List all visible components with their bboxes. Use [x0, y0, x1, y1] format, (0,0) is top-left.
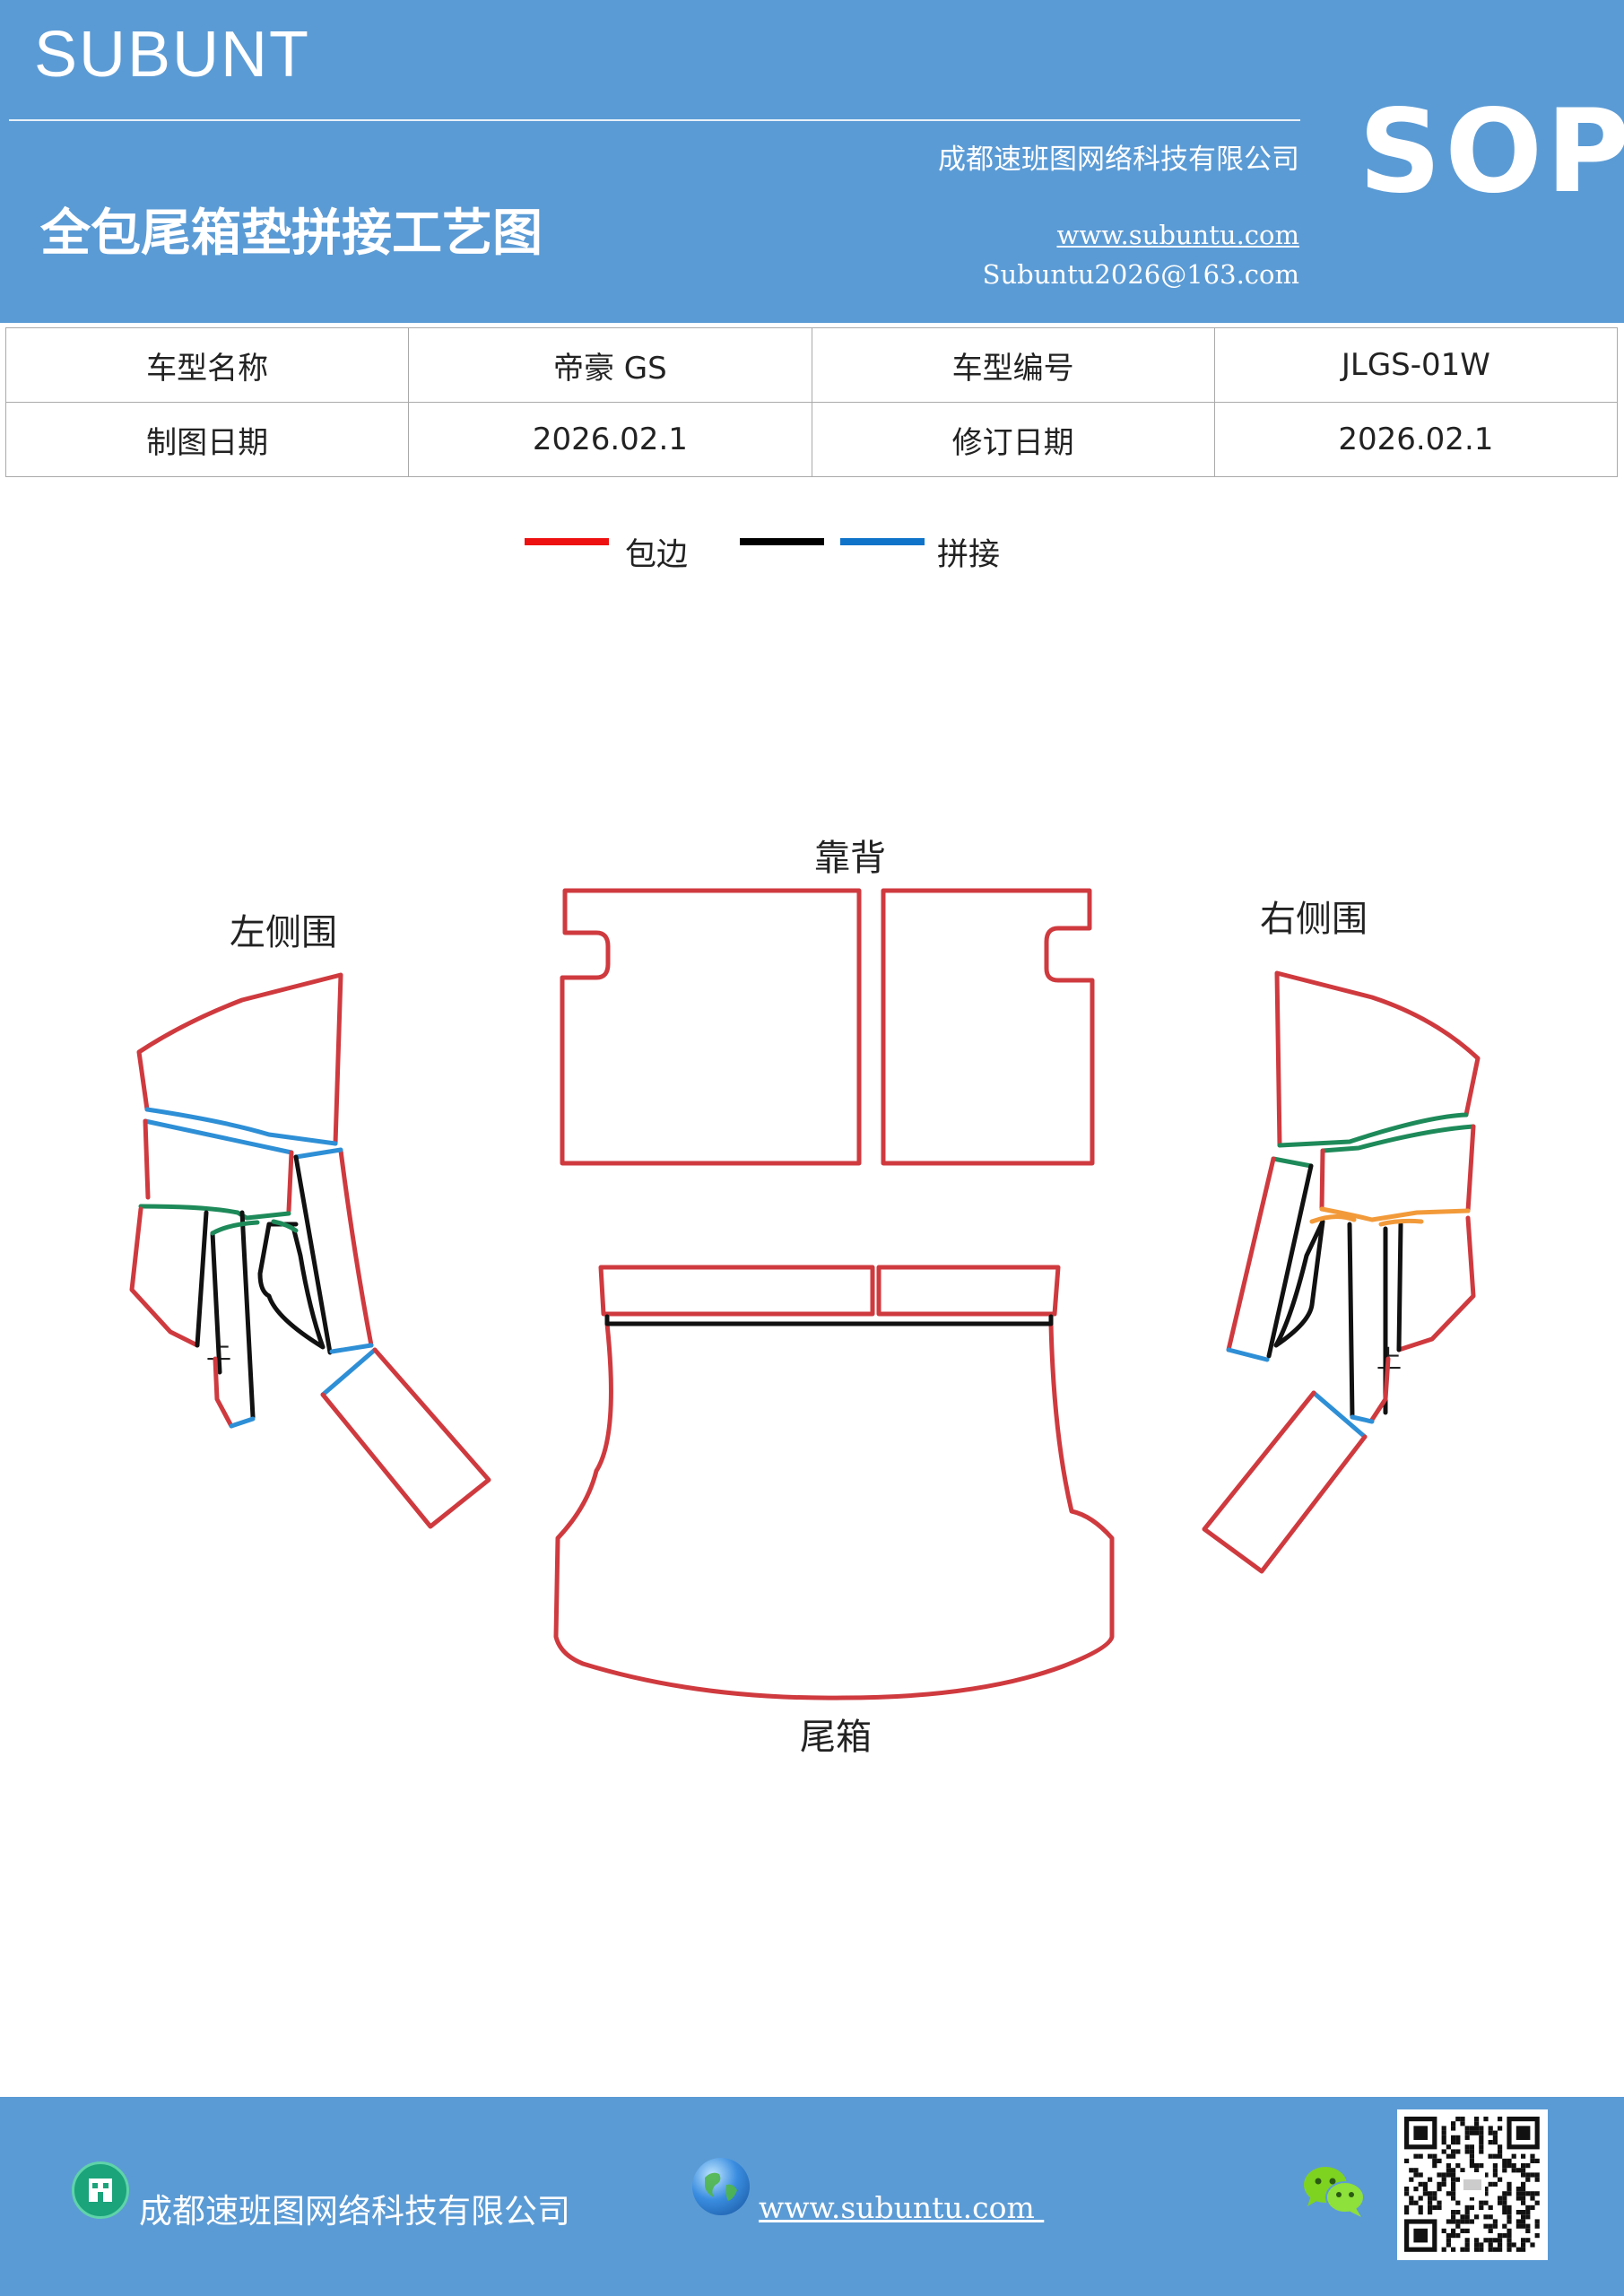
right-lower-seam	[1273, 1219, 1403, 1420]
right-mid-panel	[1319, 1124, 1476, 1213]
left-upper-panel	[136, 972, 343, 1146]
document-title: 全包尾箱垫拼接工艺图	[40, 204, 543, 263]
value-draw-date: 2026.02.1	[408, 402, 812, 477]
left-strip-panel	[338, 1148, 374, 1348]
globe-icon	[692, 2158, 750, 2215]
qr-code[interactable]	[1397, 2109, 1548, 2260]
right-inner-splice	[1309, 1214, 1424, 1227]
right-strip-splice-top	[1271, 1156, 1314, 1169]
legend-label-splice: 拼接	[937, 537, 1001, 573]
left-strip-seam	[293, 1154, 333, 1355]
label-right-side: 右侧围	[1260, 899, 1368, 940]
wechat-icon[interactable]	[1302, 2163, 1367, 2219]
value-model-code: JLGS-01W	[1213, 327, 1619, 403]
right-strip-panel	[1226, 1156, 1276, 1352]
left-mid-splice-top	[143, 1118, 294, 1155]
right-upper-splice	[1277, 1112, 1469, 1148]
backrest-pieces	[560, 888, 1095, 1166]
backrest-right-panel	[881, 888, 1095, 1166]
footer-banner: 成都速班图网络科技有限公司 www.subuntu.com	[0, 2097, 1624, 2296]
left-mid-splice-bottom	[138, 1204, 291, 1221]
header-divider	[9, 119, 1300, 121]
legend-swatch-seam	[740, 538, 824, 545]
value-revise-date: 2026.02.1	[1213, 402, 1619, 477]
label-draw-date: 制图日期	[4, 402, 410, 477]
right-lower-panel	[1396, 1215, 1476, 1352]
left-strip-splice-top	[293, 1147, 343, 1160]
right-bar-splice	[1311, 1390, 1368, 1439]
trunk-main-floor	[553, 1321, 1115, 1700]
left-inner-splice	[210, 1219, 299, 1236]
label-left-side: 左侧围	[230, 912, 337, 953]
trunk-top-strip-right	[876, 1265, 1061, 1317]
label-trunk: 尾箱	[800, 1717, 872, 1758]
left-lower-tail	[213, 1356, 234, 1429]
right-mid-splice-bottom	[1319, 1206, 1471, 1222]
value-model-name: 帝豪 GS	[408, 327, 812, 403]
sop-badge: SOP	[1359, 85, 1624, 219]
left-bar-panel	[320, 1347, 491, 1529]
legend: 包边 拼接	[0, 529, 1624, 574]
label-model-code: 车型编号	[811, 327, 1215, 403]
header-email[interactable]: Subuntu2026@163.com	[982, 259, 1299, 290]
left-lower-panel	[129, 1206, 200, 1348]
label-revise-date: 修订日期	[811, 402, 1215, 477]
right-mid-splice-top	[1320, 1124, 1476, 1153]
legend-swatch-splice	[840, 538, 925, 545]
legend-label-edge: 包边	[625, 537, 689, 573]
left-upper-splice	[144, 1107, 338, 1146]
trunk-seam-line	[604, 1314, 1054, 1326]
splicing-diagram: 靠背 左侧围 右侧围 尾箱 上 上	[129, 838, 1481, 1758]
brand-name: SUBUNT	[34, 19, 311, 91]
right-tail-splice	[1350, 1414, 1375, 1424]
footer-website-link[interactable]: www.subuntu.com	[759, 2190, 1045, 2225]
trunk-top-strip-left	[598, 1265, 875, 1317]
right-side-pieces	[1202, 970, 1481, 1574]
header-website-link[interactable]: www.subuntu.com	[1056, 220, 1299, 250]
right-strip-splice-bottom	[1226, 1347, 1270, 1362]
trunk-pieces	[553, 1265, 1115, 1700]
vehicle-info-table: 车型名称 帝豪 GS 车型编号 JLGS-01W 制图日期 2026.02.1 …	[4, 327, 1619, 477]
left-lower-seam	[195, 1210, 326, 1420]
footer-company: 成都速班图网络科技有限公司	[139, 2192, 570, 2231]
right-strip-seam	[1266, 1163, 1314, 1359]
header-company: 成都速班图网络科技有限公司	[938, 144, 1299, 176]
building-icon	[72, 2161, 129, 2219]
left-strip-splice-bottom	[329, 1343, 374, 1354]
legend-swatch-edge	[525, 538, 609, 545]
label-model-name: 车型名称	[4, 327, 410, 403]
left-bar-splice	[320, 1347, 378, 1397]
left-tail-splice	[229, 1416, 256, 1429]
right-bar-panel	[1202, 1390, 1368, 1574]
left-side-pieces	[129, 972, 491, 1529]
right-lower-tail	[1369, 1356, 1391, 1422]
label-backrest: 靠背	[814, 838, 886, 879]
table-row: 制图日期 2026.02.1 修订日期 2026.02.1	[4, 402, 1619, 477]
right-upper-panel	[1274, 970, 1481, 1148]
left-mid-panel	[143, 1118, 294, 1213]
header-banner: SUBUNT SOP 成都速班图网络科技有限公司 全包尾箱垫拼接工艺图 www.…	[0, 0, 1624, 323]
diagram-labels: 靠背 左侧围 右侧围 尾箱 上 上	[206, 838, 1402, 1758]
table-row: 车型名称 帝豪 GS 车型编号 JLGS-01W	[4, 327, 1619, 403]
backrest-left-panel	[560, 888, 862, 1166]
